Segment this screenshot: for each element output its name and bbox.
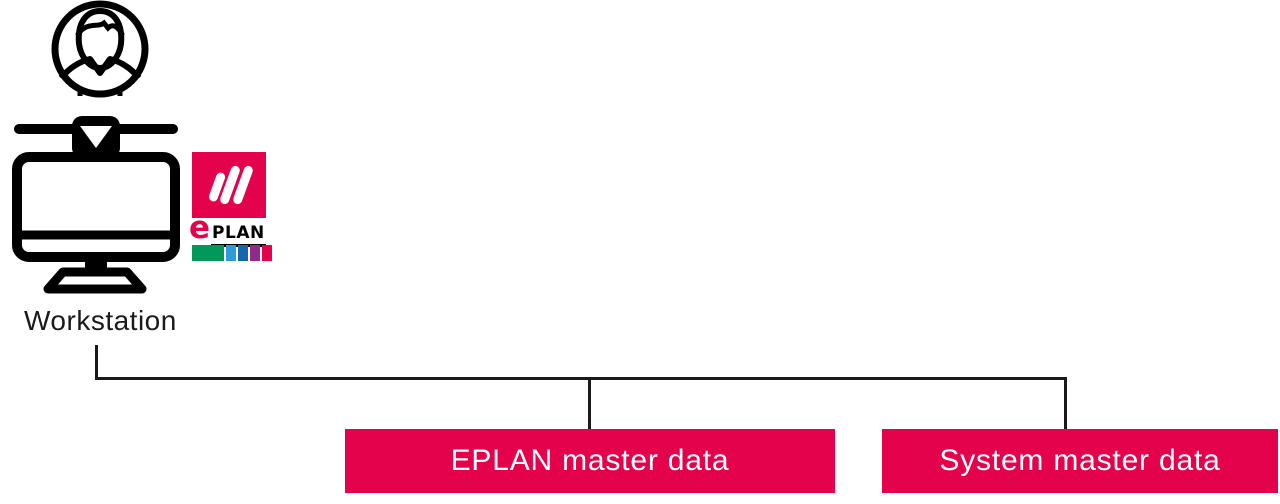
connector-vertical-eplan-master-data xyxy=(588,377,591,430)
user-avatar-icon xyxy=(51,0,149,98)
colorbar-purple-segment xyxy=(250,245,260,261)
eplan-slashes-icon xyxy=(208,165,253,205)
eplan-logo-square xyxy=(192,152,266,218)
monitor-icon xyxy=(12,116,180,294)
workstation-label: Workstation xyxy=(24,305,177,336)
node-system-master-data: System master data xyxy=(882,429,1278,493)
eplan-logo-e: e xyxy=(189,210,211,246)
colorbar-darkblue-segment xyxy=(238,245,248,261)
node-label: System master data xyxy=(939,444,1221,477)
eplan-logo-plan: PLAN xyxy=(211,223,266,247)
connector-vertical-system-master-data xyxy=(1064,377,1067,430)
connector-vertical-workstation xyxy=(95,345,98,380)
node-label: EPLAN master data xyxy=(450,444,730,477)
node-eplan-master-data: EPLAN master data xyxy=(345,429,835,493)
colorbar-red-segment xyxy=(262,245,272,261)
colorbar-lightblue-segment xyxy=(226,245,236,261)
connector-horizontal xyxy=(95,377,1067,380)
colorbar-green-segment xyxy=(192,245,224,261)
eplan-logo-colorbar xyxy=(192,245,272,261)
